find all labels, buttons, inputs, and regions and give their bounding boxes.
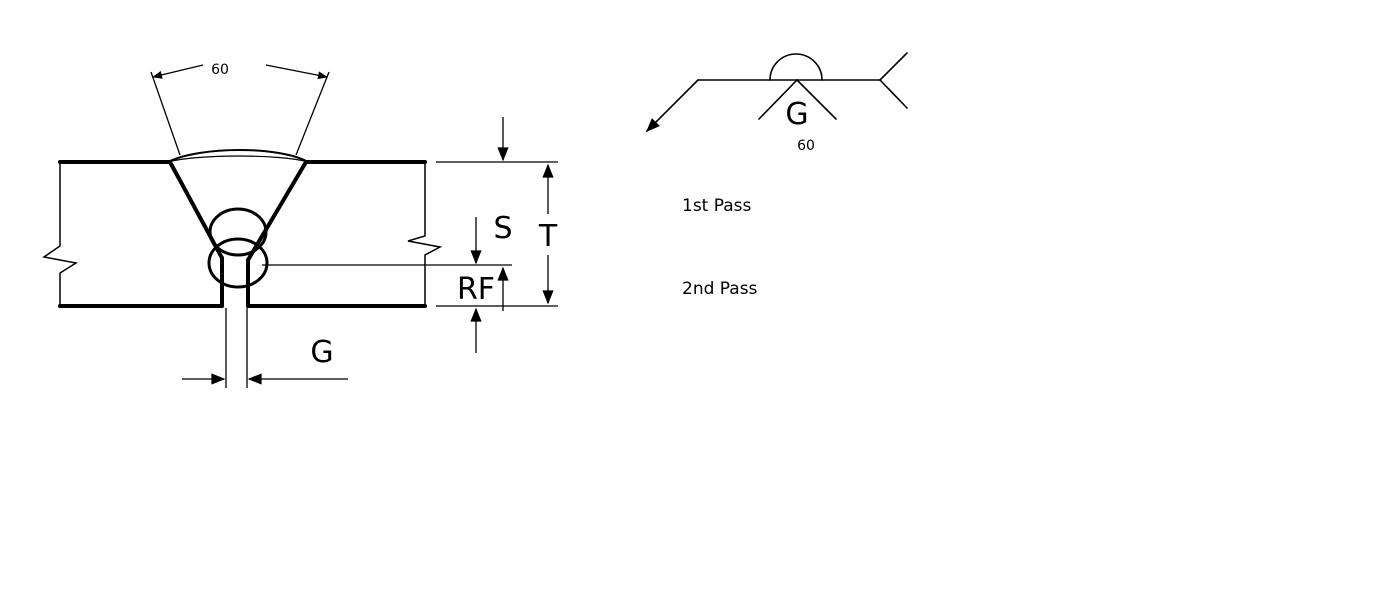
- melt-through-symbol: [769, 53, 823, 81]
- symbol-arrow-line: [646, 79, 699, 132]
- depth-label: S: [493, 211, 512, 246]
- root-gap-label: G: [310, 335, 333, 370]
- symbol-angle-label: 60: [797, 138, 815, 154]
- right-plate: [246, 160, 443, 308]
- bevel-faces: [168, 160, 308, 308]
- first-pass-label: 1st Pass: [682, 196, 752, 216]
- v-groove-symbol: [758, 79, 837, 120]
- weld-cross-section: [42, 149, 443, 308]
- symbol-tail: [879, 52, 908, 109]
- root-face-dimension: [470, 266, 509, 353]
- root-gap-dimension: [182, 308, 348, 388]
- second-pass-bead: [208, 207, 268, 257]
- root-face-label: RF: [457, 272, 495, 307]
- thickness-label: T: [538, 219, 558, 254]
- first-pass-bead: [207, 237, 269, 289]
- depth-dimension: [470, 117, 509, 265]
- groove-angle-dimension: [150, 64, 330, 156]
- extension-lines: [262, 161, 558, 307]
- weld-cap: [167, 149, 309, 163]
- welding-symbol: [646, 52, 908, 132]
- left-plate: [42, 160, 224, 308]
- symbol-gap-label: G: [785, 97, 808, 132]
- second-pass-label: 2nd Pass: [682, 279, 758, 299]
- groove-angle-label: 60: [211, 62, 229, 78]
